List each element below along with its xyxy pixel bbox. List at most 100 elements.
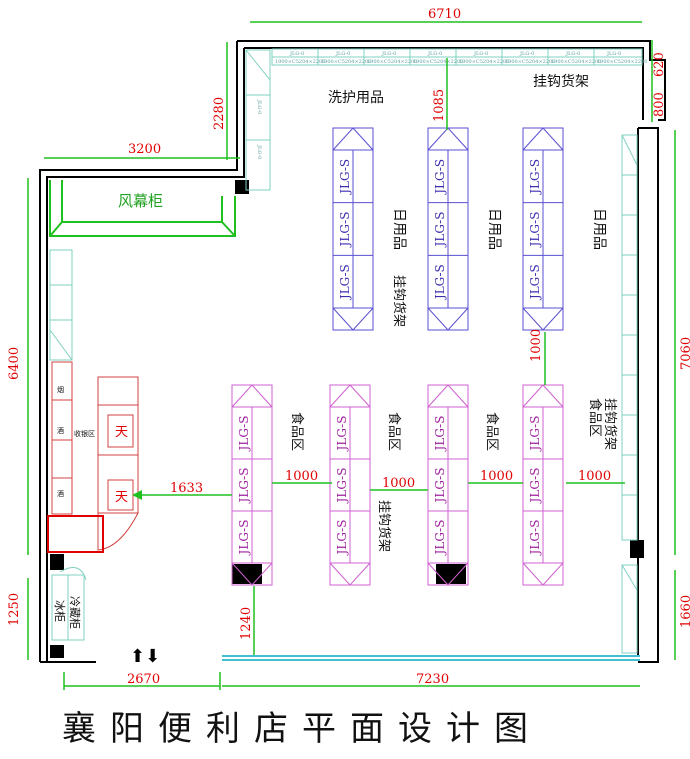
shelf-spec: 1900×C5204×2200 xyxy=(459,59,509,65)
shelf-code: JLG-0 xyxy=(335,51,350,57)
wash-care-label: 洗护用品 xyxy=(328,90,384,106)
air-curtain-label: 风幕柜 xyxy=(118,192,163,210)
top-wall-shelf-codes: JLG-0 JLG-0 JLG-0 JLG-0 JLG-0 JLG-0 JLG-… xyxy=(275,51,647,65)
shelf-code: JLG-0 xyxy=(256,99,262,114)
cashier-label: 收银区 xyxy=(74,429,95,438)
dimension-value: 7060 xyxy=(679,337,690,370)
side-label: 酒 xyxy=(57,427,64,435)
entrance-arrows-icon: ⬆⬇ xyxy=(130,646,160,667)
dimension-value: 1250 xyxy=(7,593,22,626)
shelf-code: JLG-S xyxy=(528,520,542,557)
exterior-walls xyxy=(39,40,666,663)
shelf-code: JLG-0 xyxy=(427,51,442,57)
top-wall-shelves xyxy=(271,48,643,66)
food-area-label: 食品区 xyxy=(289,412,305,451)
pillar xyxy=(50,645,64,658)
dimension-value: 1633 xyxy=(170,481,203,496)
shelf-code: JLG-S xyxy=(338,212,352,249)
shelf-code: JLG-0 xyxy=(606,51,621,57)
gondola-shelf: JLG-S JLG-S JLG-S xyxy=(427,127,469,331)
shelf-code: JLG-0 xyxy=(289,51,304,57)
dimension-arrow xyxy=(132,490,142,500)
daily-goods-label: 日用品 xyxy=(486,208,502,250)
shelf-code: JLG-S xyxy=(338,159,352,196)
dimension-value: 1240 xyxy=(239,607,254,640)
lower-shelf-units: JLG-SJLG-SJLG-SJLG-SJLG-SJLG-SJLG-SJLG-S… xyxy=(231,384,564,586)
cashier-red-box xyxy=(47,515,104,553)
shelf-code: JLG-S xyxy=(528,212,542,249)
dimension-value: 2280 xyxy=(212,97,227,130)
register-label: 天 xyxy=(115,425,128,440)
side-label: 烟 xyxy=(57,385,64,394)
pillar xyxy=(232,564,262,584)
dimension-value: 1000 xyxy=(529,329,544,362)
shelf-spec: 1900×C5204×2200 xyxy=(505,59,555,65)
dimension-value: 620 xyxy=(652,52,667,77)
ice-cabinet xyxy=(51,567,87,641)
shelf-code: JLG-S xyxy=(433,468,447,505)
shelf-code: JLG-S xyxy=(338,264,352,301)
air-curtain-cabinet xyxy=(49,180,236,237)
shelf-code: JLG-0 xyxy=(565,51,580,57)
shelf-code: JLG-S xyxy=(433,159,447,196)
dimension-values: 6710 620 800 2280 3200 6400 1250 7060 16… xyxy=(7,7,690,687)
dimension-value: 2670 xyxy=(127,672,160,687)
food-area-label: 食品区 xyxy=(386,412,402,451)
dimension-value: 7230 xyxy=(416,672,449,687)
shelf-code: JLG-S xyxy=(237,468,251,505)
pillars xyxy=(50,180,644,658)
shelf-code: JLG-S xyxy=(335,416,349,453)
shelf-spec: 1900×C5204×2200 xyxy=(321,59,371,65)
gondola-shelf: JLG-S JLG-S JLG-S xyxy=(332,127,374,331)
shelf-code: JLG-S xyxy=(528,416,542,453)
shelf-code: JLG-S xyxy=(528,159,542,196)
dimension-value: 1000 xyxy=(480,469,513,484)
dimension-value: 3200 xyxy=(128,142,161,157)
shelf-code: JLG-0 xyxy=(381,51,396,57)
register-label: 天 xyxy=(115,490,128,505)
gondola-shelf: JLG-S JLG-S JLG-S xyxy=(231,384,273,586)
dimension-value: 1085 xyxy=(432,89,447,122)
shelf-spec: 1900×C5204×2200 xyxy=(367,59,417,65)
shelf-code: JLG-S xyxy=(528,468,542,505)
shelf-spec: 1900×C5204×2200 xyxy=(597,59,647,65)
daily-goods-label: 日用品 xyxy=(391,208,407,250)
shelf-code: JLG-0 xyxy=(473,51,488,57)
pillar xyxy=(235,180,249,194)
shelf-code: JLG-S xyxy=(335,468,349,505)
left-wall-shelves xyxy=(49,249,73,361)
dimension-value: 1000 xyxy=(382,476,415,491)
shelf-spec: 1900×C5204×2200 xyxy=(551,59,601,65)
dimension-value: 800 xyxy=(652,92,667,117)
gondola-shelf: JLG-S JLG-S JLG-S xyxy=(522,127,564,331)
shelf-spec: 1900×C5204×2200 xyxy=(413,59,463,65)
notch-wall-shelves xyxy=(245,49,271,191)
shelf-code: JLG-0 xyxy=(256,144,262,159)
shelf-code: JLG-S xyxy=(433,264,447,301)
shelf-code: JLG-S xyxy=(433,416,447,453)
upper-shelf-units: JLG-SJLG-SJLG-SJLG-SJLG-SJLG-SJLG-SJLG-S… xyxy=(332,127,564,331)
dimension-value: 6400 xyxy=(7,347,22,380)
hook-rack-label: 挂钩货架 xyxy=(602,398,618,450)
pillar xyxy=(436,564,466,584)
hook-rack-label: 挂钩货架 xyxy=(533,73,589,90)
ice-cabinet-label: 冰柜 xyxy=(53,600,66,622)
page-title: 襄阳便利店平面设计图 xyxy=(62,709,542,749)
pillar xyxy=(630,540,644,558)
shelf-code: JLG-S xyxy=(433,520,447,557)
dimension-value: 1000 xyxy=(285,469,318,484)
shelf-code: JLG-S xyxy=(237,520,251,557)
dimension-value: 1000 xyxy=(578,469,611,484)
food-area-label: 食品区 xyxy=(484,412,500,451)
shelf-code: JLG-S xyxy=(433,212,447,249)
dimension-lines xyxy=(27,21,676,690)
shelf-spec: 1900×C5204×2200 xyxy=(275,59,325,65)
pillar xyxy=(50,554,64,570)
shelf-code: JLG-S xyxy=(528,264,542,301)
shelf-code: JLG-S xyxy=(237,416,251,453)
dimension-value: 6710 xyxy=(428,7,461,22)
daily-goods-label: 日用品 xyxy=(591,208,607,250)
dimension-value: 1660 xyxy=(679,595,690,628)
